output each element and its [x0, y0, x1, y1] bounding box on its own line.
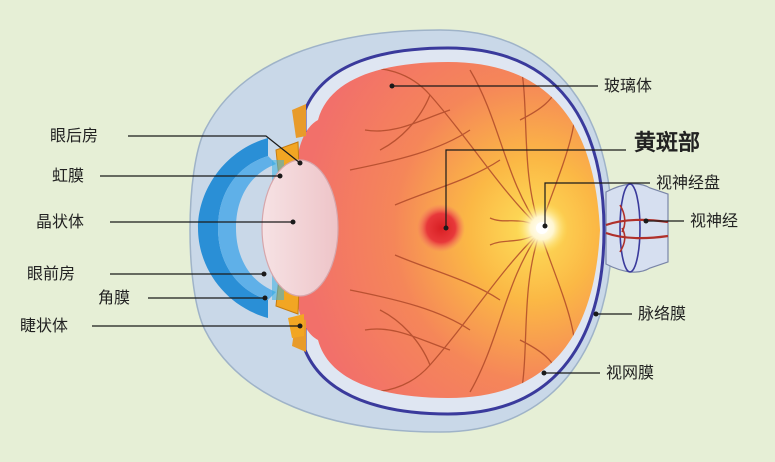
anterior-segment — [198, 104, 339, 352]
macula-spot — [417, 204, 465, 252]
optic-nerve-shape — [605, 183, 669, 273]
label-choroid: 脉络膜 — [638, 304, 687, 323]
label-optic-nerve: 视神经 — [690, 211, 739, 230]
leader-dots — [261, 83, 649, 376]
label-macula: 黄斑部 — [634, 131, 701, 156]
label-iris: 虹膜 — [52, 166, 85, 185]
label-retina: 视网膜 — [606, 363, 655, 382]
label-optic-disc: 视神经盘 — [656, 173, 721, 192]
leader-lines — [92, 85, 684, 374]
label-posterior-chamber: 眼后房 — [50, 126, 99, 145]
label-cornea: 角膜 — [98, 288, 131, 307]
label-lens: 晶状体 — [36, 212, 85, 231]
ciliary-body-shape — [292, 104, 306, 138]
cornea-shape — [198, 138, 268, 318]
label-anterior-chamber: 眼前房 — [27, 264, 76, 283]
label-ciliary-body: 睫状体 — [20, 316, 69, 335]
lens-shape — [261, 159, 339, 297]
label-vitreous: 玻璃体 — [604, 76, 653, 95]
